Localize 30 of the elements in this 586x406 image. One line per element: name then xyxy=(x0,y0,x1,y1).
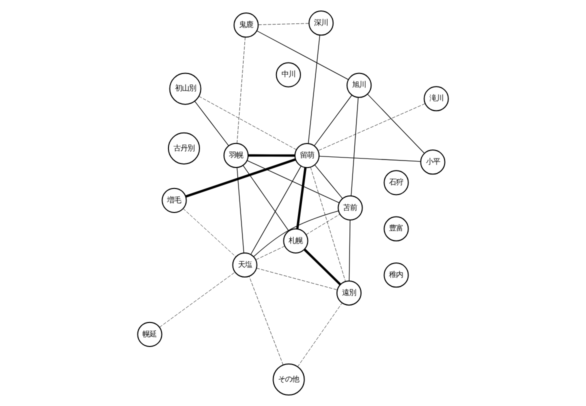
connector xyxy=(318,156,421,162)
connector xyxy=(297,302,342,367)
connector xyxy=(306,214,340,235)
connector xyxy=(248,276,284,366)
connector xyxy=(310,167,346,282)
connector xyxy=(256,268,338,290)
connector xyxy=(308,34,320,144)
connector xyxy=(350,97,359,196)
connector xyxy=(198,96,297,150)
connector xyxy=(304,248,342,286)
connector xyxy=(296,167,307,229)
connector xyxy=(256,30,349,80)
connector xyxy=(367,94,425,154)
connector xyxy=(314,94,352,146)
connector xyxy=(258,23,309,25)
connector xyxy=(236,36,246,144)
connector xyxy=(194,101,230,146)
connector xyxy=(254,210,339,257)
connector xyxy=(236,167,244,254)
connector xyxy=(256,246,285,260)
connector xyxy=(348,220,350,282)
connector xyxy=(246,160,340,204)
connector xyxy=(248,154,295,157)
connector xyxy=(159,272,236,328)
connector xyxy=(314,164,343,199)
connector xyxy=(318,103,426,151)
connector xyxy=(182,208,236,257)
connector xyxy=(250,166,302,255)
connector xyxy=(185,158,296,198)
connector xyxy=(242,165,290,232)
